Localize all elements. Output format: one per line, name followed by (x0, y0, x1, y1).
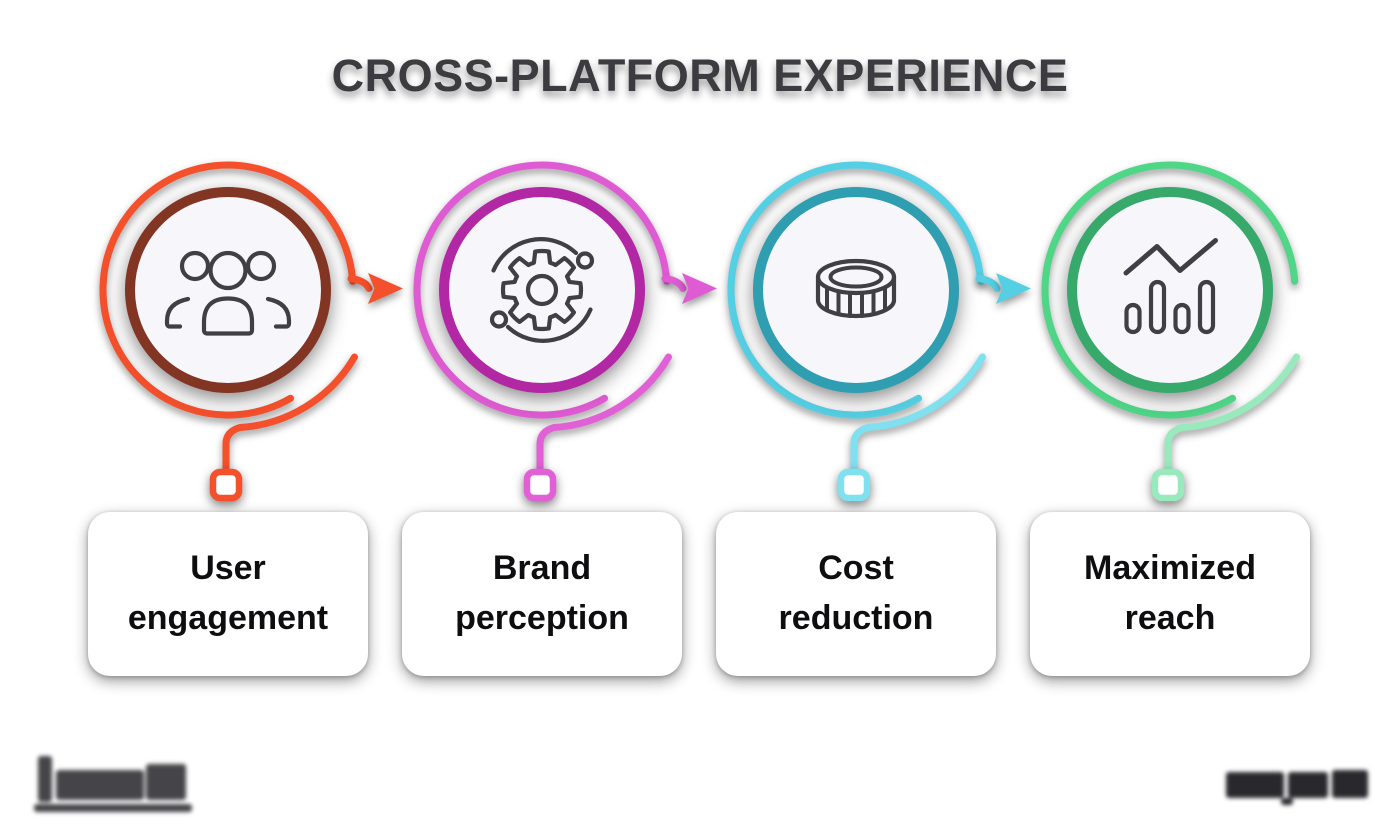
step-label-card: Cost reduction (716, 512, 996, 676)
brand-text-blob (1281, 798, 1293, 805)
arrow-to-next-icon (975, 273, 1031, 304)
process-step-brand-perception: Brand perception (382, 130, 742, 690)
connector-node (209, 468, 243, 502)
chart-icon (1123, 238, 1218, 335)
outer-ring-arc (99, 161, 357, 419)
outer-ring-arc (413, 161, 671, 419)
step-label: Cost reduction (778, 549, 934, 637)
page-title: CROSS-PLATFORM EXPERIENCE (331, 50, 1069, 101)
step-label: User engagement (127, 549, 329, 637)
outer-ring-arc (1041, 161, 1299, 419)
connector-node (523, 468, 557, 502)
outer-ring-arc (727, 161, 985, 419)
step-label-card: User engagement (88, 512, 368, 676)
coin-icon (815, 258, 897, 319)
step-circle (1067, 187, 1273, 393)
users-icon (164, 250, 292, 336)
gear-icon (489, 237, 595, 343)
step-label-card: Brand perception (402, 512, 682, 676)
connector-line (222, 353, 358, 476)
step-circle (439, 187, 645, 393)
step-label: Brand perception (455, 549, 629, 637)
logo-word-blob (146, 764, 186, 800)
connector-node (837, 468, 871, 502)
brand-text-blob (1332, 770, 1368, 798)
process-step-cost-reduction: Cost reduction (696, 130, 1056, 690)
step-label: Maximized reach (1084, 549, 1256, 637)
brand-text-blob (1288, 772, 1328, 798)
step-circle (125, 187, 331, 393)
arrow-to-next-icon (347, 273, 403, 304)
connector-line (1164, 353, 1300, 476)
connector-node (1151, 468, 1185, 502)
brand-text-blob (1226, 772, 1284, 798)
connector-line (850, 353, 986, 476)
process-step-user-engagement: User engagement (68, 130, 428, 690)
blurred-text-watermark (1226, 770, 1374, 808)
logo-glyph-blob (38, 756, 52, 802)
step-circle (753, 187, 959, 393)
logo-word-blob (56, 770, 144, 800)
connector-line (536, 353, 672, 476)
step-label-card: Maximized reach (1030, 512, 1310, 676)
arrow-to-next-icon (661, 273, 717, 304)
logo-tagline-blob (34, 804, 192, 812)
blurred-logo-watermark (34, 746, 204, 814)
process-step-maximized-reach: Maximized reach (1010, 130, 1370, 690)
